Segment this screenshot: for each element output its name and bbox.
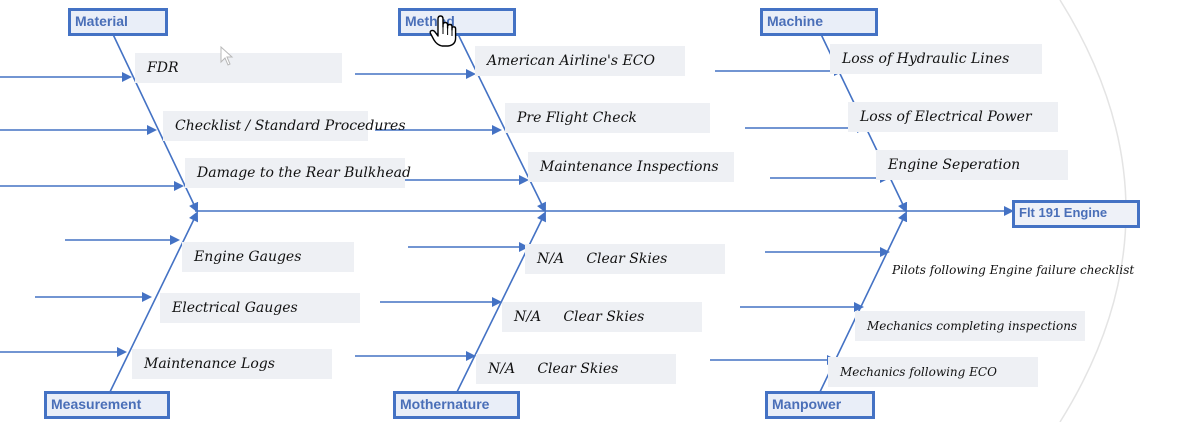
cause-mothernature-1: N/A Clear Skies — [525, 244, 725, 274]
arrow-pointer-icon — [220, 46, 234, 66]
category-material: Material — [68, 8, 168, 36]
cause-machine-2: Loss of Electrical Power — [848, 102, 1058, 132]
cause-manpower-2: Mechanics completing inspections — [855, 311, 1085, 341]
cause-method-1: American Airline's ECO — [475, 46, 685, 76]
cause-method-3: Maintenance Inspections — [528, 152, 734, 182]
category-manpower: Manpower — [765, 391, 875, 419]
category-machine: Machine — [760, 8, 878, 36]
cause-method-2: Pre Flight Check — [505, 103, 710, 133]
cause-measurement-3: Maintenance Logs — [132, 349, 332, 379]
hand-cursor-icon — [429, 15, 457, 47]
cause-mothernature-2: N/A Clear Skies — [502, 302, 702, 332]
effect-box: Flt 191 Engine — [1012, 200, 1140, 228]
bone-material — [109, 27, 199, 213]
cause-material-3: Damage to the Rear Bulkhead — [185, 158, 411, 188]
category-measurement: Measurement — [44, 391, 170, 419]
cause-machine-1: Loss of Hydraulic Lines — [830, 44, 1042, 74]
cause-measurement-2: Electrical Gauges — [160, 293, 360, 323]
cause-material-2: Checklist / Standard Procedures — [163, 111, 406, 141]
cause-manpower-1: Pilots following Engine failure checklis… — [892, 263, 1135, 277]
cause-manpower-3: Mechanics following ECO — [828, 357, 1038, 387]
cause-measurement-1: Engine Gauges — [182, 242, 354, 272]
category-method: Method — [398, 8, 516, 36]
cause-machine-3: Engine Seperation — [876, 150, 1068, 180]
category-mothernature: Mothernature — [393, 391, 520, 419]
cause-material-1: FDR — [135, 53, 342, 83]
cause-mothernature-3: N/A Clear Skies — [476, 354, 676, 384]
